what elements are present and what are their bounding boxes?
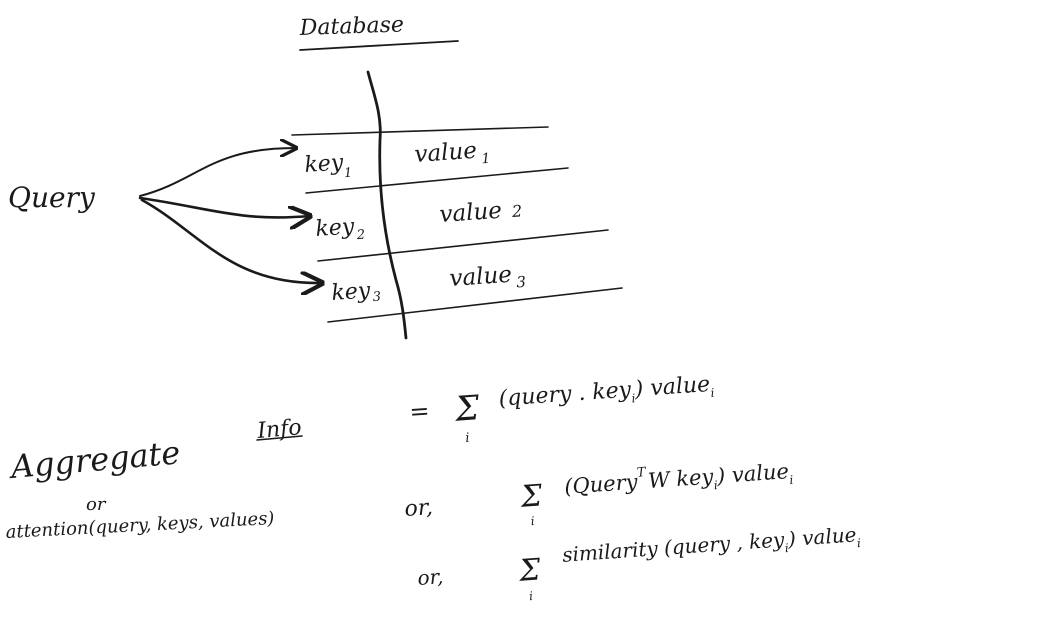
formula-2-index: i xyxy=(530,514,535,528)
table-line-1 xyxy=(291,126,549,136)
formula-3-or: or, xyxy=(417,564,444,590)
or-label: or xyxy=(86,494,107,515)
info-underline xyxy=(256,435,303,441)
arrow-to-key-2 xyxy=(138,196,310,217)
arrow-to-key-1 xyxy=(139,148,296,197)
formula-3-body: similarity (query , keyi) valuei xyxy=(561,522,861,571)
table-row: key2 xyxy=(315,214,366,246)
formula-1: = Σ i (query . keyi) valuei xyxy=(408,372,715,446)
formula-1-index: i xyxy=(465,431,470,446)
formula-2: or, Σ i (QueryTW keyi) valuei xyxy=(404,455,794,528)
formula-2-or: or, xyxy=(404,495,434,522)
formula-1-body: (query . keyi) valuei xyxy=(498,372,715,415)
formula-3: or, Σ i similarity (query , keyi) valuei xyxy=(417,522,862,603)
formula-3-index: i xyxy=(529,589,534,603)
attention-call: attention(query, keys, values) xyxy=(5,508,275,543)
database-title: Database xyxy=(298,12,404,41)
table-divider xyxy=(366,70,408,340)
table-row: key3 xyxy=(331,278,382,308)
query-label: Query xyxy=(8,181,96,214)
table-line-2 xyxy=(305,167,569,194)
formula-2-sum: Σ xyxy=(519,478,544,515)
key-2: key2 xyxy=(315,214,366,246)
formula-3-sum: Σ xyxy=(517,552,542,589)
formula-1-sum: Σ xyxy=(452,388,482,430)
key-3: key3 xyxy=(331,278,382,308)
formula-1-equals: = xyxy=(408,397,430,426)
formula-2-body: (QueryTW keyi) valuei xyxy=(563,455,794,503)
table-line-3 xyxy=(317,229,609,262)
arrow-to-key-3 xyxy=(140,198,322,283)
database-title-underline xyxy=(299,40,459,51)
table-row: key1 xyxy=(304,150,353,184)
aggregate-label: Aggregate xyxy=(6,433,181,486)
table-line-4 xyxy=(327,287,623,323)
key-1: key1 xyxy=(304,150,353,184)
